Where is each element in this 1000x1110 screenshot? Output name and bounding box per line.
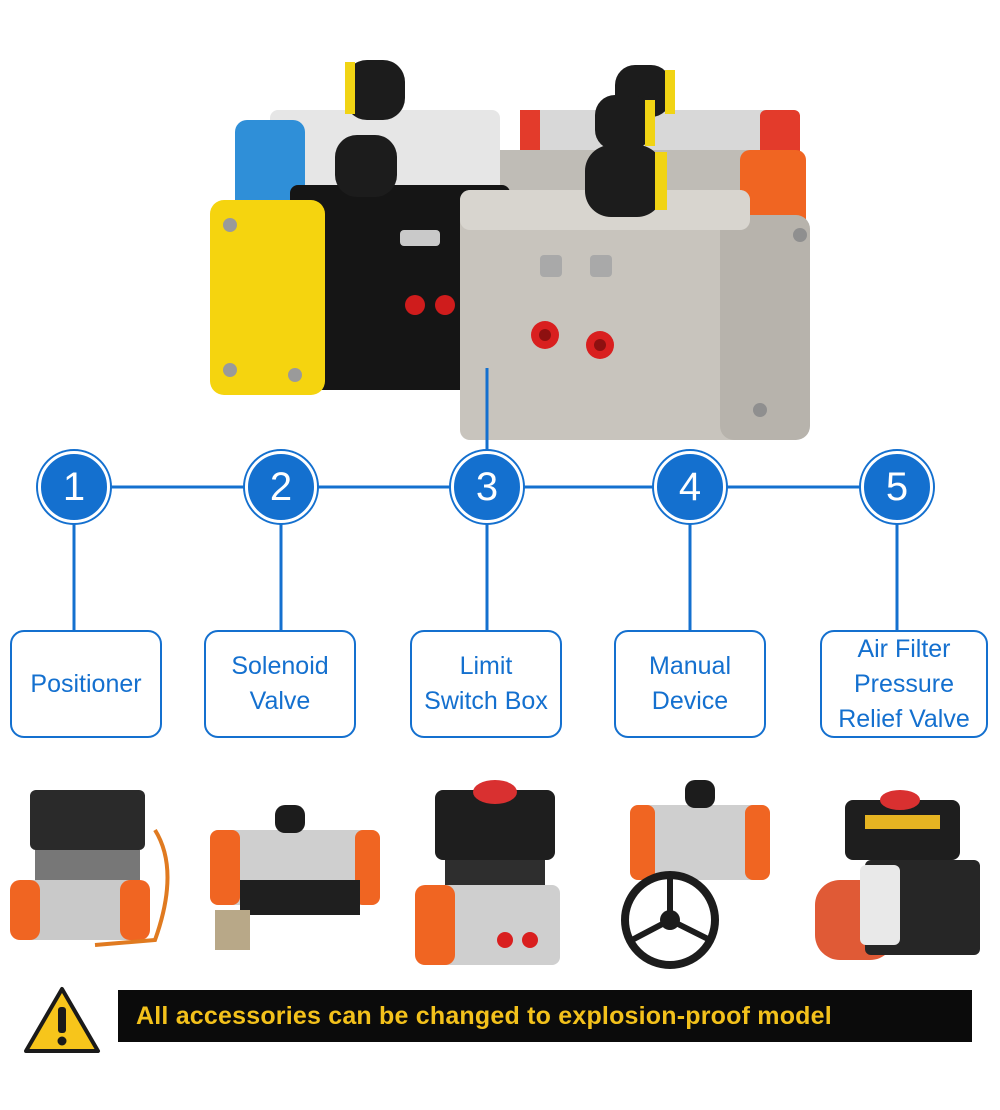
step-5-circle: 5 [861, 451, 933, 523]
label-limit-switch-box-text: Limit Switch Box [424, 652, 548, 715]
warning-icon [24, 987, 100, 1053]
manual-device-thumbnail [621, 780, 770, 969]
positioner-thumbnail [10, 790, 170, 947]
step-1-circle: 1 [38, 451, 110, 523]
label-solenoid-valve-text: Solenoid Valve [231, 652, 329, 715]
label-manual-device: Manual Device [614, 630, 766, 738]
actuators-product-image [210, 60, 810, 440]
label-positioner-text: Positioner [30, 669, 142, 698]
air-filter-thumbnail [815, 790, 980, 960]
label-limit-switch-box: Limit Switch Box [410, 630, 562, 738]
step-3-circle: 3 [451, 451, 523, 523]
explosion-proof-banner: All accessories can be changed to explos… [118, 990, 972, 1042]
label-manual-device-text: Manual Device [649, 652, 731, 715]
limit-switch-box-thumbnail [415, 780, 560, 965]
yellow-black-actuator [210, 135, 510, 395]
solenoid-valve-thumbnail [210, 805, 380, 950]
silver-actuator [460, 145, 810, 440]
step-2-circle: 2 [245, 451, 317, 523]
label-positioner: Positioner [10, 630, 162, 738]
label-solenoid-valve: Solenoid Valve [204, 630, 356, 738]
label-air-filter-text: Air Filter Pressure Relief Valve [838, 634, 970, 733]
explosion-proof-banner-text: All accessories can be changed to explos… [136, 1001, 832, 1030]
step-4-circle: 4 [654, 451, 726, 523]
label-air-filter: Air Filter Pressure Relief Valve [820, 630, 988, 738]
